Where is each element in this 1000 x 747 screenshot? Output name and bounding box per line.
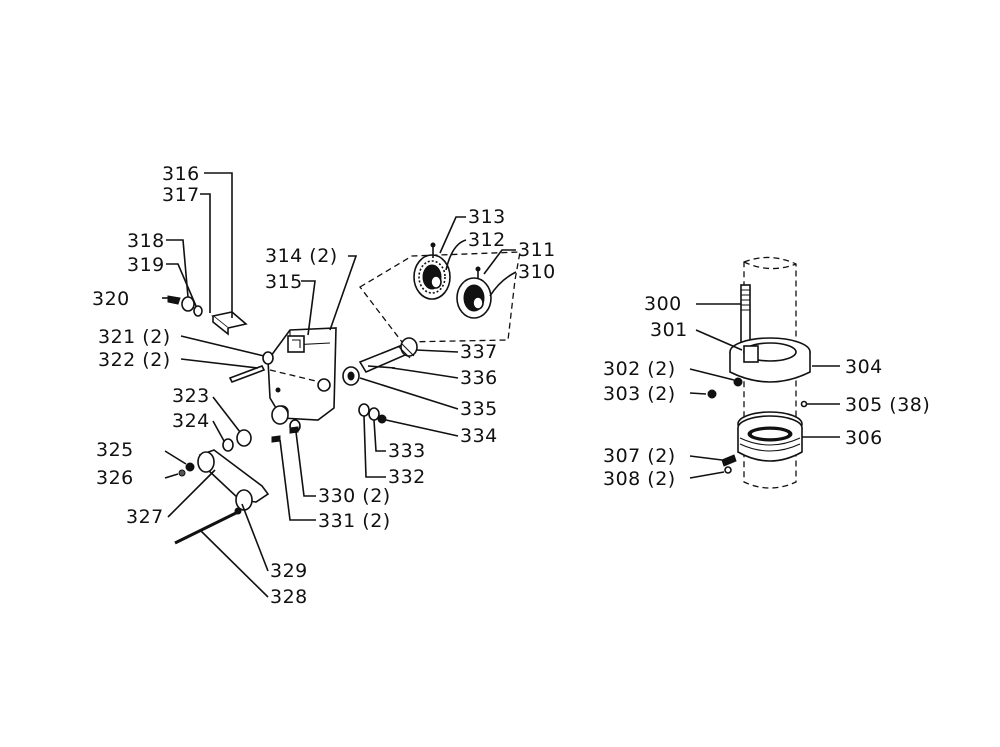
rack-300-icon	[740, 284, 751, 346]
spacer-330-icon	[271, 405, 289, 425]
label-317: 317	[162, 184, 200, 206]
label-330: 330 (2)	[318, 485, 391, 507]
washer-332-icon	[358, 403, 370, 417]
ball-308-icon	[724, 466, 732, 474]
label-315: 315	[265, 271, 303, 293]
leader-lines-left	[162, 172, 517, 598]
washer-324-icon	[222, 438, 234, 452]
collar-304-icon	[729, 337, 811, 383]
label-333: 333	[388, 440, 426, 462]
pin-329-icon	[234, 507, 242, 515]
label-329: 329	[270, 560, 308, 582]
column-icon	[743, 256, 797, 489]
label-335: 335	[460, 398, 498, 420]
washer-321-icon	[262, 351, 274, 365]
gear-310-icon	[456, 266, 492, 319]
label-319: 319	[127, 254, 165, 276]
label-307: 307 (2)	[603, 445, 676, 467]
label-324: 324	[172, 410, 210, 432]
label-301: 301	[650, 319, 688, 341]
nut-326-icon	[178, 469, 186, 477]
label-322: 322 (2)	[98, 349, 171, 371]
leader-lines-right	[689, 303, 840, 479]
washer-323-icon	[236, 429, 252, 447]
gear-312-icon	[413, 242, 451, 300]
label-306: 306	[845, 427, 883, 449]
callout-labels: 316 317 318 319 320 314 (2) 315 321 (2) …	[92, 163, 930, 608]
label-302: 302 (2)	[603, 358, 676, 380]
label-311: 311	[518, 239, 556, 261]
label-312: 312	[468, 229, 506, 251]
label-336: 336	[460, 367, 498, 389]
gearbox-housing-icon	[267, 327, 337, 421]
label-332: 332	[388, 466, 426, 488]
label-305: 305 (38)	[845, 394, 930, 416]
screw-322-icon	[228, 364, 266, 384]
label-314: 314 (2)	[265, 245, 338, 267]
label-328: 328	[270, 586, 308, 608]
label-316: 316	[162, 163, 200, 185]
label-313: 313	[468, 206, 506, 228]
screw-325-icon	[185, 462, 195, 472]
ball-305-icon	[800, 400, 808, 408]
spring-307-icon	[721, 454, 737, 467]
label-310: 310	[518, 261, 556, 283]
rod-328-icon	[174, 510, 239, 545]
label-304: 304	[845, 356, 883, 378]
screw-334-icon	[377, 414, 387, 424]
label-321: 321 (2)	[98, 326, 171, 348]
label-337: 337	[460, 341, 498, 363]
nut-303-icon	[707, 389, 717, 399]
label-323: 323	[172, 385, 210, 407]
label-318: 318	[127, 230, 165, 252]
label-327: 327	[126, 506, 164, 528]
worm-shaft-icon	[358, 337, 418, 374]
label-331: 331 (2)	[318, 510, 391, 532]
label-334: 334	[460, 425, 498, 447]
plate-316-icon	[211, 311, 248, 336]
screw-302-icon	[733, 377, 743, 387]
label-300: 300	[644, 293, 682, 315]
label-326: 326	[96, 467, 134, 489]
label-303: 303 (2)	[603, 383, 676, 405]
washer-319-icon	[193, 305, 203, 317]
washer-333-icon	[368, 407, 380, 421]
label-320: 320	[92, 288, 130, 310]
label-308: 308 (2)	[603, 468, 676, 490]
lever-327-icon	[197, 449, 270, 511]
collar-306-icon	[737, 411, 803, 462]
screw-320-icon	[167, 295, 181, 305]
label-325: 325	[96, 439, 134, 461]
